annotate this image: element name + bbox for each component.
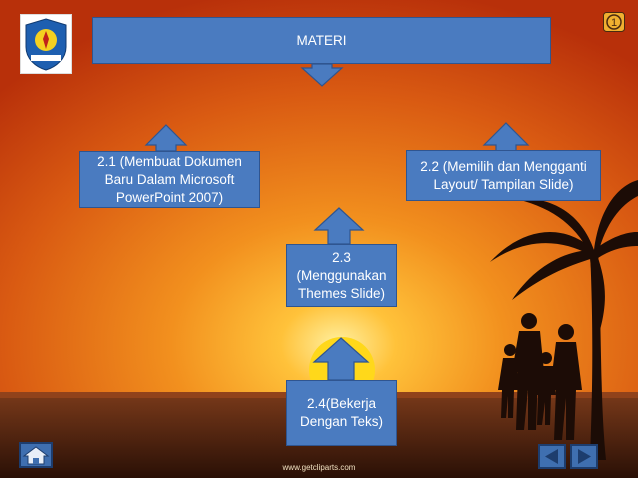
footer-credit: www.getcliparts.com	[282, 463, 356, 472]
family-silhouette	[498, 313, 582, 440]
arrow-down-from-materi	[300, 63, 344, 87]
topic-2-3-box[interactable]: 2.3 (Menggunakan Themes Slide)	[286, 244, 397, 307]
topic-2-4-label: 2.4(Bekerja Dengan Teks)	[299, 396, 384, 429]
next-slide-button[interactable]	[570, 444, 598, 469]
previous-slide-button[interactable]	[538, 444, 566, 469]
materi-box[interactable]: MATERI	[92, 17, 551, 64]
palm-tree-silhouette	[490, 180, 638, 460]
home-button[interactable]	[19, 442, 53, 468]
home-icon	[22, 446, 50, 465]
page-number: 1	[611, 17, 617, 29]
school-emblem-icon	[25, 18, 67, 71]
topic-2-3-label: 2.3 (Menggunakan Themes Slide)	[296, 249, 387, 301]
topic-2-4-box[interactable]: 2.4(Bekerja Dengan Teks)	[286, 380, 397, 446]
materi-label: MATERI	[296, 32, 347, 48]
topic-2-1-box[interactable]: 2.1 (Membuat Dokumen Baru Dalam Microsof…	[79, 151, 260, 208]
page-number-badge: 1	[603, 12, 625, 32]
topic-2-1-label: 2.1 (Membuat Dokumen Baru Dalam Microsof…	[97, 153, 242, 205]
school-logo	[20, 14, 72, 74]
topic-2-2-label: 2.2 (Memilih dan Mengganti Layout/ Tampi…	[420, 158, 587, 192]
triangle-right-icon	[578, 449, 591, 464]
triangle-left-icon	[545, 449, 558, 464]
topic-2-2-box[interactable]: 2.2 (Memilih dan Mengganti Layout/ Tampi…	[406, 150, 601, 201]
